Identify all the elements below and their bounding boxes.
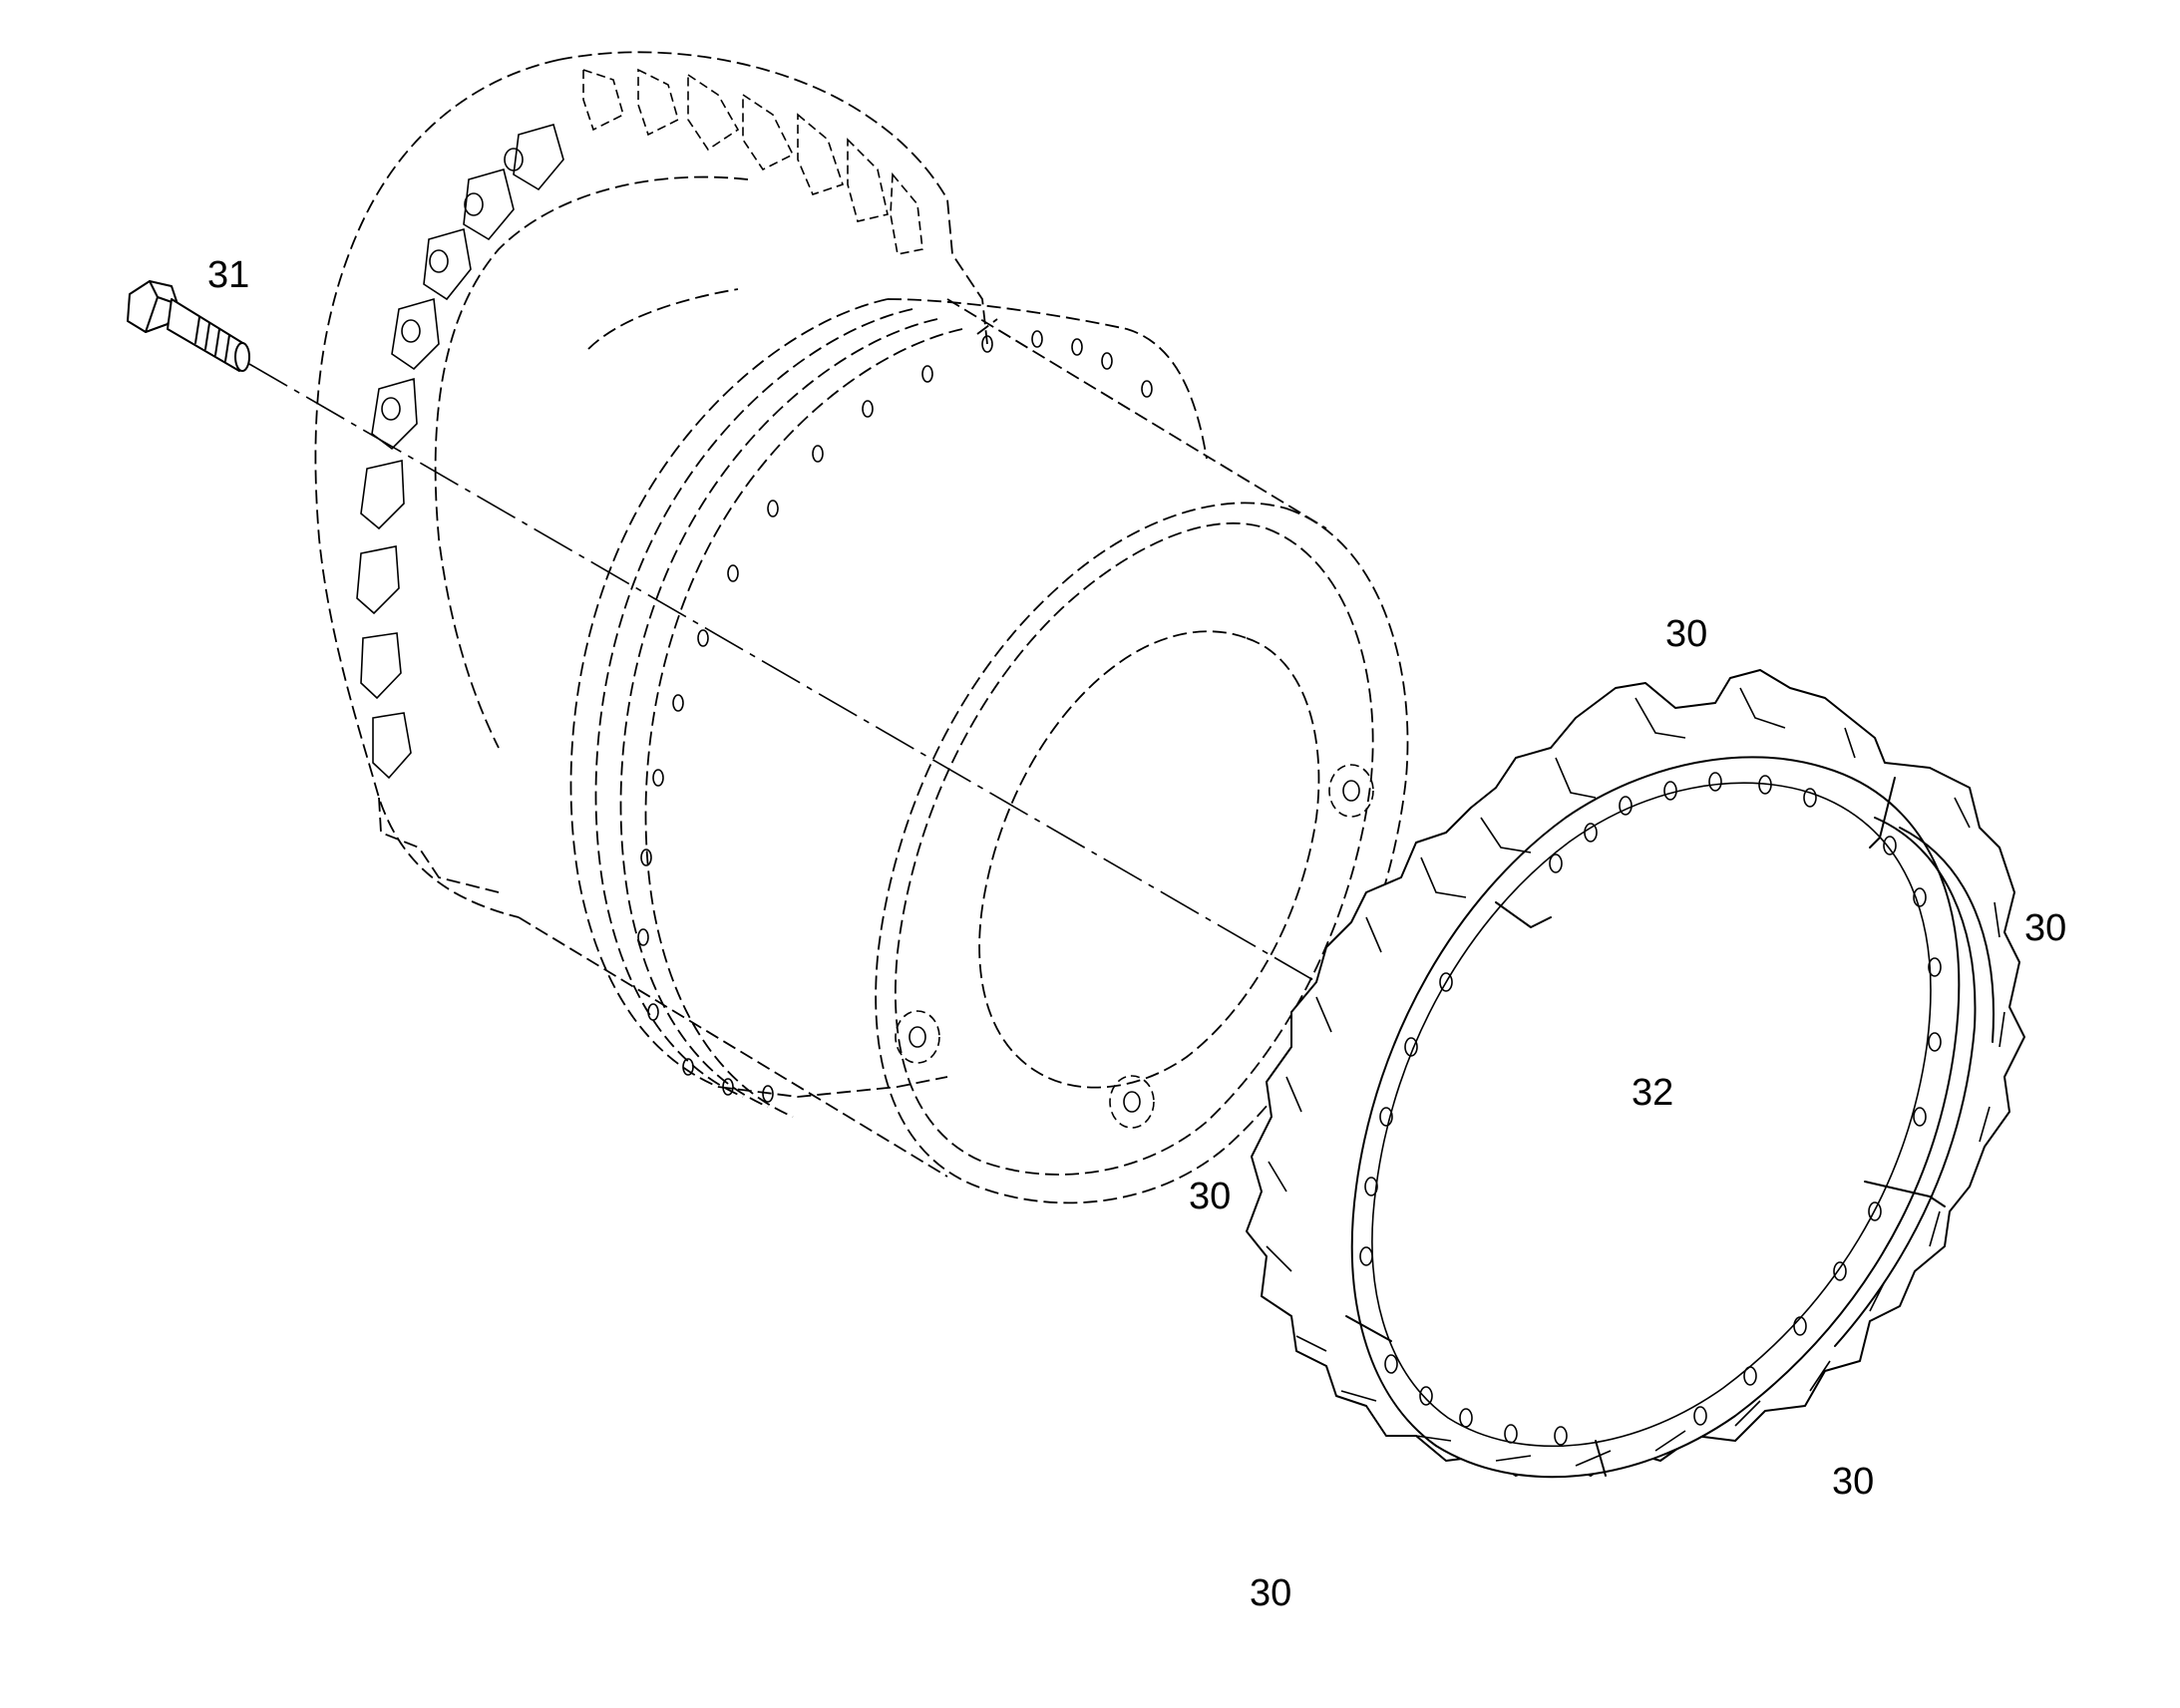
callout-30-bottom: 30 xyxy=(1250,1572,1291,1614)
front-bolt-boss-left xyxy=(895,1010,940,1064)
callout-32: 32 xyxy=(1632,1072,1673,1114)
drive-hub-phantom xyxy=(314,51,1409,1204)
mounting-flange xyxy=(569,298,1208,1118)
callout-30-lower-right: 30 xyxy=(1832,1461,1874,1503)
sprocket-tooth-ridges xyxy=(1266,687,2005,1467)
callout-30-top: 30 xyxy=(1665,613,1707,655)
front-bolt-boss-top xyxy=(1328,764,1374,818)
callout-31: 31 xyxy=(207,254,249,296)
rear-flange-teeth xyxy=(356,68,923,780)
segmented-sprocket-part-30 xyxy=(1246,669,2025,1479)
front-bolt-boss-bottom xyxy=(1109,1075,1155,1129)
hub-front-face xyxy=(875,502,1409,1204)
flange-bolt-holes xyxy=(637,330,1153,1103)
bolt-part-31 xyxy=(127,280,250,372)
callout-30-right: 30 xyxy=(2024,907,2066,949)
callout-30-left: 30 xyxy=(1189,1176,1231,1217)
sprocket-bolt-holes xyxy=(1359,772,1942,1446)
